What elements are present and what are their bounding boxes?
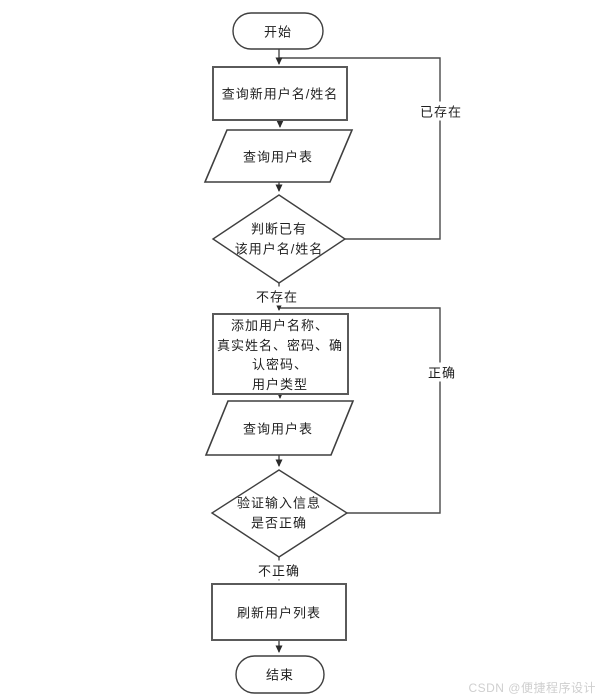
io-query2-shape — [204, 400, 355, 456]
process-step3-label: 刷新用户列表 — [236, 605, 322, 621]
terminator-end-shape — [235, 655, 325, 694]
connector-exists-loop — [279, 57, 441, 240]
decision2-label-line1: 验证输入信息 — [236, 495, 322, 511]
edge-label-incorrect: 不正确 — [255, 560, 303, 580]
process-step2-label-line3: 认密码、 — [251, 357, 309, 372]
connector-correct-loop — [279, 307, 441, 514]
process-step3-shape — [211, 583, 347, 641]
terminator-start-label: 开始 — [263, 24, 293, 40]
process-step2-label: 添加用户名称、 真实姓名、密码、确 认密码、 用户类型 — [217, 316, 343, 394]
decision2-label-line2: 是否正确 — [250, 515, 308, 530]
decision2-label: 验证输入信息 是否正确 — [237, 494, 321, 533]
decision1-label: 判断已有 该用户名/姓名 — [235, 220, 324, 259]
edge-label-not-exists: 不存在 — [253, 286, 301, 306]
decision1-label-line1: 判断已有 — [250, 221, 307, 237]
io-query1-label: 查询用户表 — [242, 149, 314, 165]
decision2-shape — [210, 469, 349, 558]
decision1-shape — [211, 194, 347, 284]
process-step1-shape — [212, 66, 348, 121]
terminator-start-shape — [232, 12, 324, 50]
edge-label-correct: 正确 — [425, 362, 459, 382]
process-step1-label: 查询新用户名/姓名 — [221, 86, 339, 102]
csdn-watermark: CSDN @便捷程序设计 — [468, 681, 596, 695]
process-step2-label-line4: 用户类型 — [251, 376, 309, 392]
edge-label-exists: 已存在 — [417, 101, 465, 121]
io-query2-label: 查询用户表 — [242, 421, 314, 437]
io-query1-shape — [203, 129, 354, 183]
decision1-label-line2: 该用户名/姓名 — [234, 241, 324, 256]
process-step2-label-line1: 添加用户名称、 — [230, 318, 330, 333]
terminator-end-label: 结束 — [265, 667, 295, 683]
process-step2-label-line2: 真实姓名、密码、确 — [216, 337, 344, 353]
process-step2-shape — [212, 313, 349, 395]
